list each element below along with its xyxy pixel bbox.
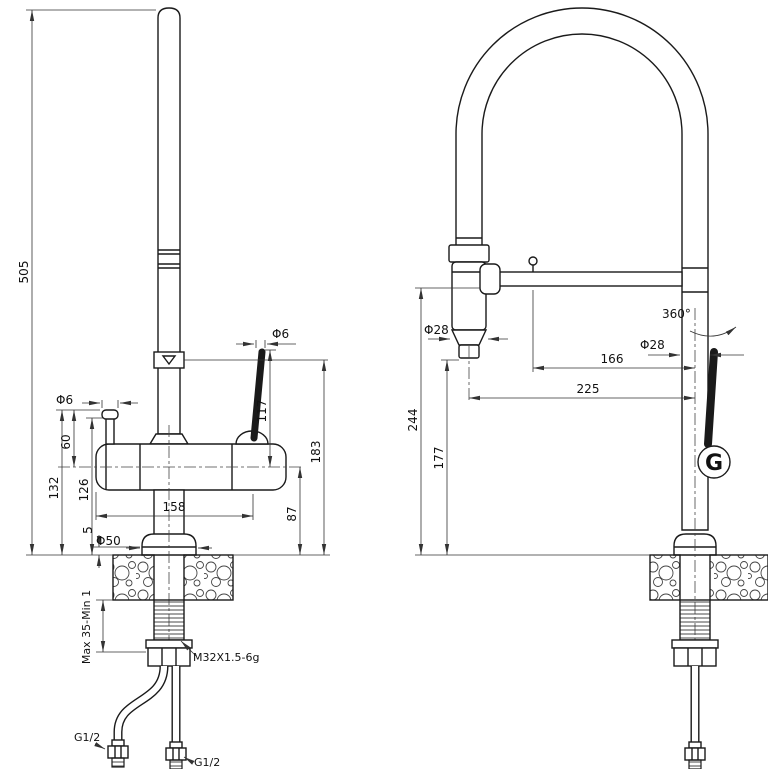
spout-pipe: [157, 7, 181, 435]
dim-phi28-pipe: Φ28: [640, 338, 665, 352]
dim-505: 505: [17, 261, 31, 284]
right-faucet: G: [448, 7, 731, 700]
counter-slab: [709, 554, 768, 601]
spray-taper: [450, 329, 488, 346]
fitting-facets: [114, 746, 122, 758]
left-faucet: [58, 7, 304, 640]
riser-seams: [682, 267, 708, 293]
dim-60: 60: [59, 434, 73, 449]
dim-117: 117: [255, 400, 269, 423]
holder-arm: [493, 271, 683, 287]
left-countertop: [112, 554, 234, 601]
supply-hose-curved-core: [114, 665, 168, 740]
fitting-thread: [688, 759, 702, 769]
head-holder-bracket: [479, 263, 501, 295]
hose-fitting-left: [107, 739, 129, 768]
hose-fitting-bottom: [165, 741, 187, 769]
gooseneck-tube: [455, 7, 709, 531]
mounting-shank: [679, 599, 711, 641]
ext-line: [96, 599, 146, 653]
mounting-nut: [673, 647, 717, 667]
fitting-hex: [107, 745, 129, 759]
counter-slab: [112, 554, 155, 601]
right-dimensions: 360° Φ28 Φ28 166 225 244 177: [406, 287, 744, 556]
label-shank-thread: M32X1.5-6g: [193, 651, 259, 664]
dim-132: 132: [47, 477, 61, 500]
handle-rod: [704, 348, 718, 448]
leader-line: [94, 742, 106, 750]
label-g12-bottom: G1/2: [194, 756, 220, 769]
spout-joint-bands: [158, 249, 180, 269]
lever-handle: [250, 348, 266, 442]
dim-phi6-handle: Φ6: [56, 393, 73, 407]
dim-phi50: Φ50: [96, 534, 121, 548]
fitting-facets: [691, 748, 699, 760]
counter-slab: [183, 554, 234, 601]
side-handle-cap: [101, 409, 119, 420]
left-dimensions: 505 132 126 60 Φ6 Φ6 117 183 87 5: [17, 9, 330, 769]
ext-line: [101, 400, 119, 408]
ext-line: [56, 409, 104, 419]
ext-line: [184, 359, 330, 556]
dim-183: 183: [309, 441, 323, 464]
fitting-facets: [172, 748, 180, 760]
dim-5: 5: [81, 526, 95, 534]
brand-logo-g: G: [705, 451, 723, 476]
dim-158: 158: [163, 500, 186, 514]
label-g12-left: G1/2: [74, 731, 100, 744]
holder-pin: [528, 256, 538, 266]
check-valve-symbol: [161, 355, 177, 366]
dim-87: 87: [285, 506, 299, 521]
right-under-counter: [671, 599, 719, 769]
dim-225: 225: [577, 382, 600, 396]
left-under-counter: [107, 599, 193, 769]
nut-facets: [161, 648, 177, 666]
swivel-arrow: [689, 326, 737, 337]
leader-line: [180, 640, 197, 657]
mounting-nut: [147, 647, 191, 667]
fitting-thread: [169, 759, 183, 769]
dim-244: 244: [406, 409, 420, 432]
counter-slab: [649, 554, 681, 601]
fitting-thread: [111, 757, 125, 768]
right-countertop: [649, 554, 768, 601]
mounting-washer: [145, 639, 193, 649]
ext-line: [255, 340, 266, 348]
mounting-washer: [671, 639, 719, 649]
dim-mount-range: Max 35-Min 1: [80, 590, 93, 664]
fitting-neck: [111, 739, 125, 747]
dim-166: 166: [601, 352, 624, 366]
nut-facets: [687, 648, 703, 666]
fitting-hex: [684, 747, 706, 761]
hose-fitting-right: [684, 741, 706, 769]
ext-line: [415, 287, 650, 556]
logo-circle: [697, 445, 731, 479]
leader-line: [183, 756, 195, 765]
side-handle-stem: [105, 417, 115, 445]
fitting-hex: [165, 747, 187, 761]
check-valve-collar: [153, 351, 185, 369]
dim-177: 177: [432, 447, 446, 470]
fitting-neck: [688, 741, 702, 749]
fitting-neck: [169, 741, 183, 749]
mounting-shank: [153, 599, 185, 641]
dim-126: 126: [77, 479, 91, 502]
base-flange: [141, 533, 197, 556]
spray-collar: [448, 244, 490, 263]
dim-360: 360°: [662, 307, 691, 321]
dim-phi28-head: Φ28: [424, 323, 449, 337]
dim-phi6-lever: Φ6: [272, 327, 289, 341]
